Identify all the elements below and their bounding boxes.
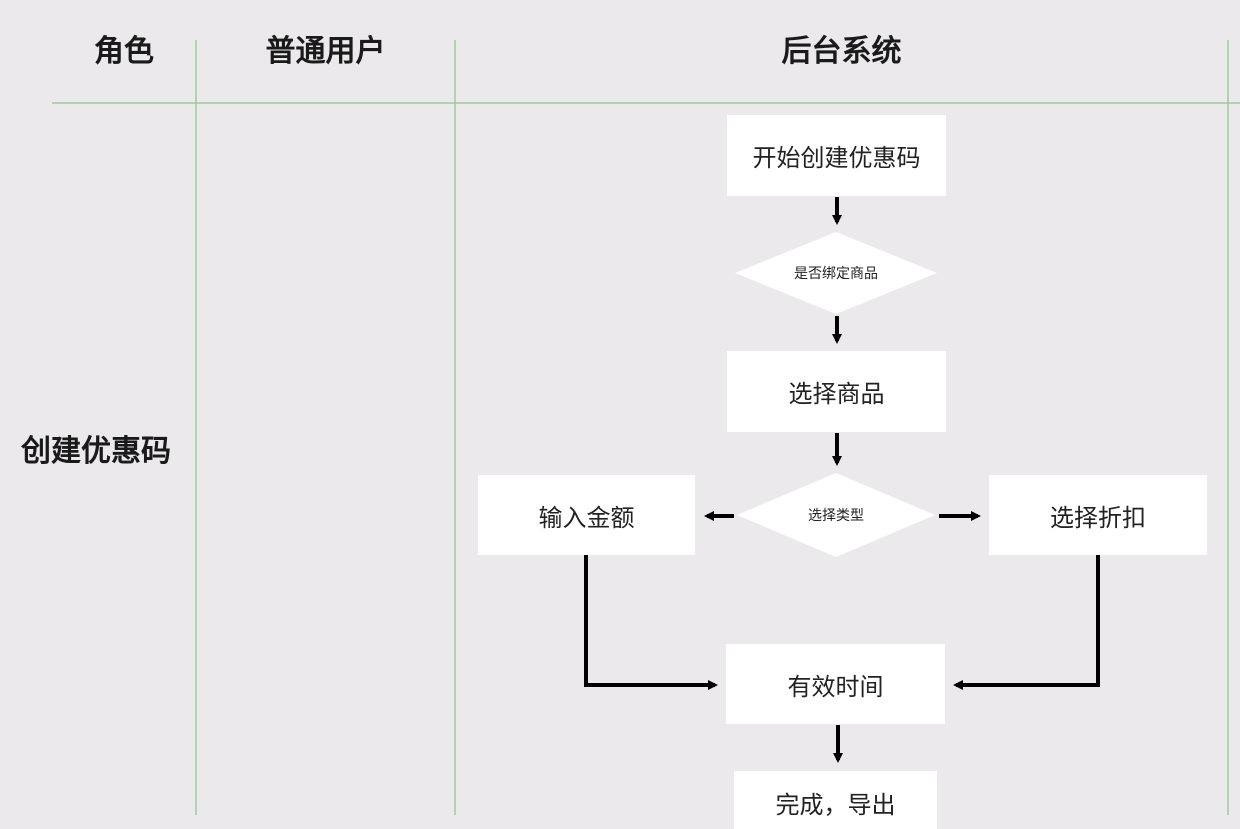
decision-bind-product-label: 是否绑定商品 [794,266,878,282]
decision-bind-product: 是否绑定商品 [735,232,937,314]
diamond-shape [735,232,937,314]
node-select-discount: 选择折扣 [989,475,1207,555]
node-start: 开始创建优惠码 [727,115,946,196]
diamond-shape [737,473,935,557]
header-user: 普通用户 [265,34,386,69]
node-select-product: 选择商品 [727,351,946,432]
decision-select-type-label: 选择类型 [808,508,864,524]
arrow-amount-to-time [584,555,718,690]
header-role: 角色 [94,34,154,69]
header-system: 后台系统 [781,34,902,69]
arrow-discount-to-time [953,555,1100,690]
node-finish: 完成，导出 [734,771,937,829]
node-input-amount: 输入金额 [478,475,695,555]
node-valid-time: 有效时间 [726,644,945,724]
row-label-create-coupon: 创建优惠码 [21,434,171,469]
decision-select-type: 选择类型 [737,473,935,557]
